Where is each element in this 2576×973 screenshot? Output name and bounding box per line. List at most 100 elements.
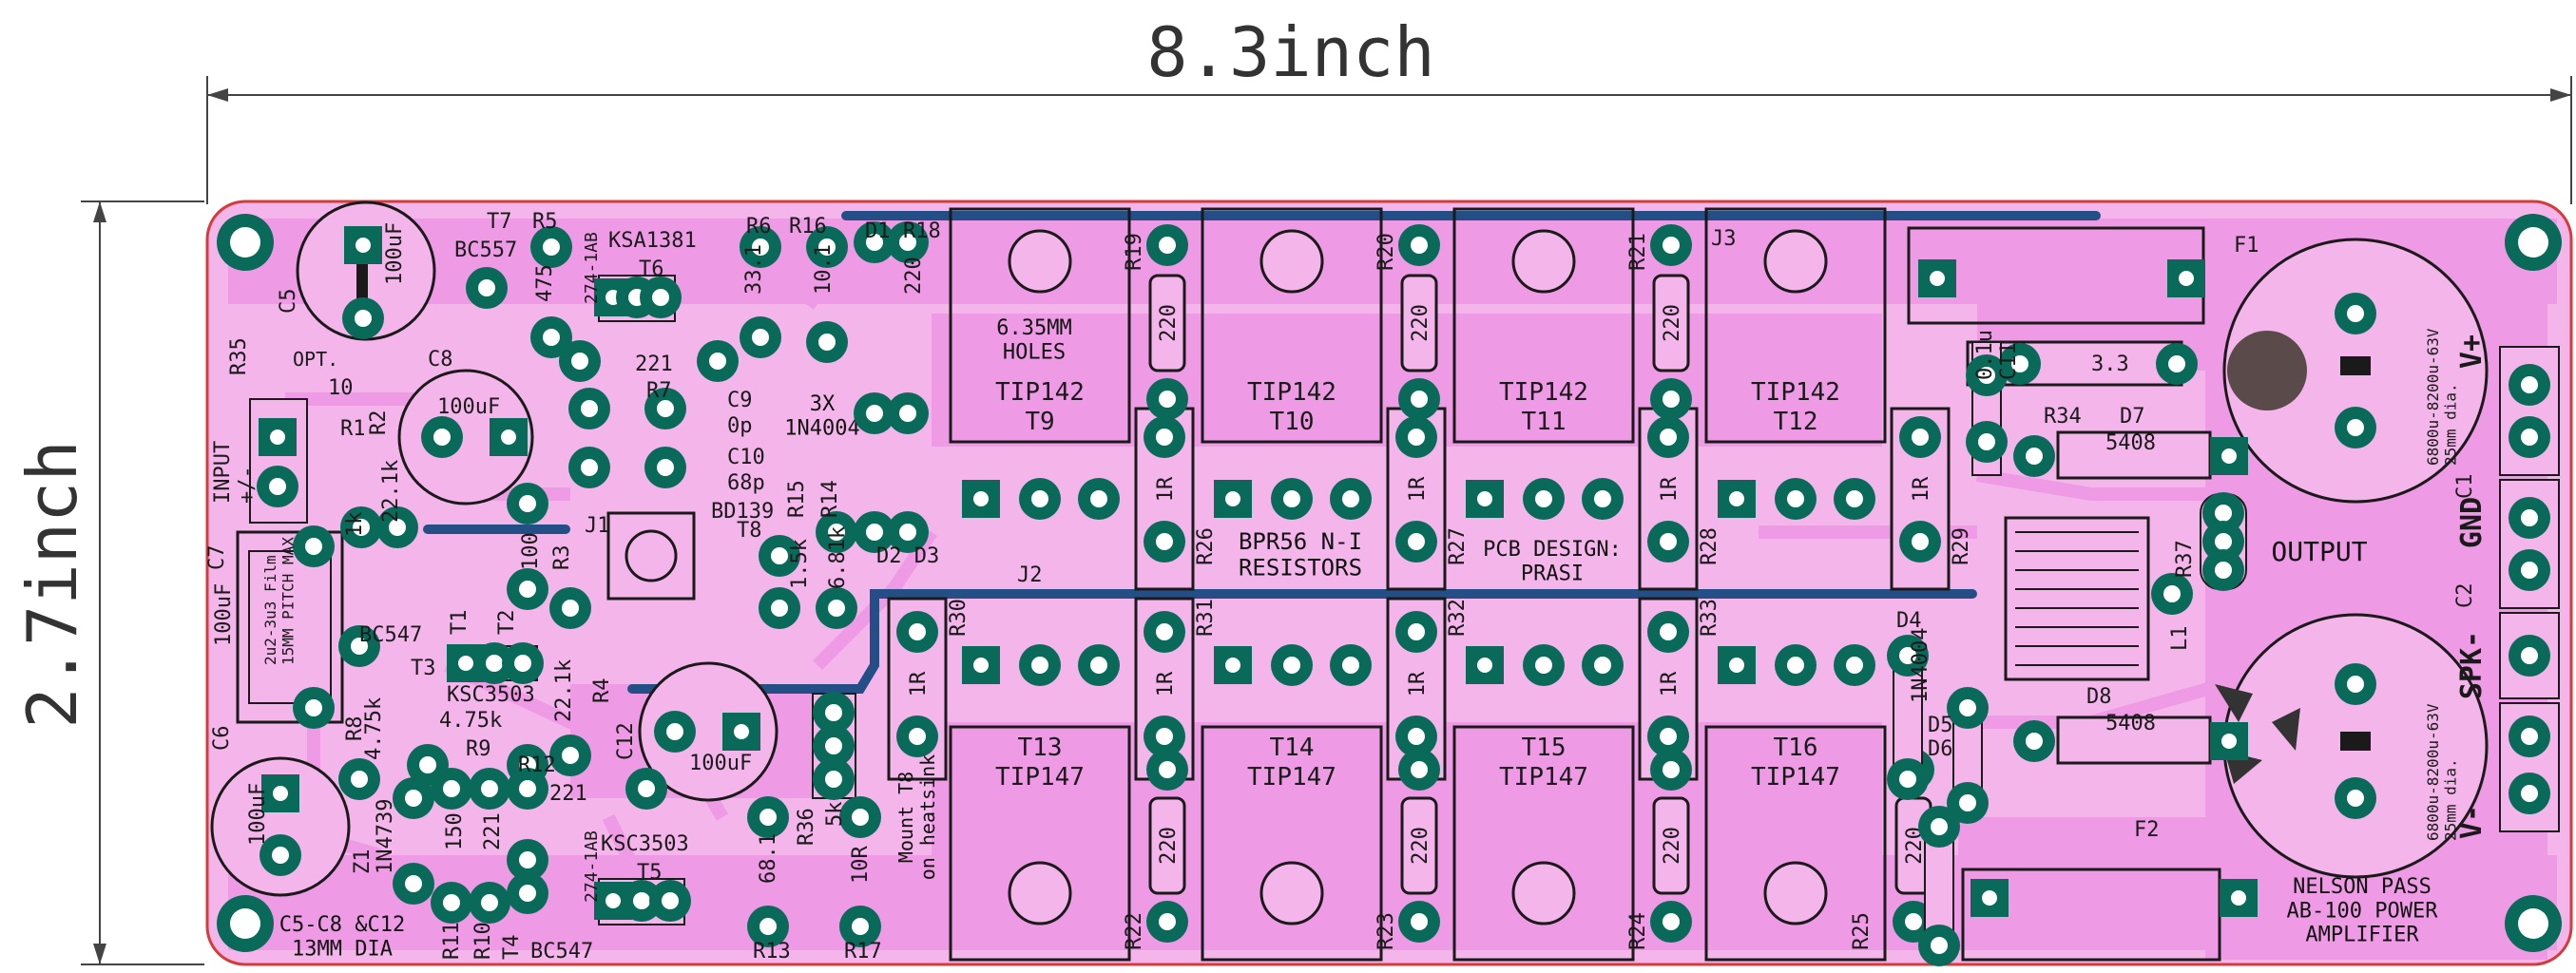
svg-text:C1: C1 (2453, 474, 2477, 500)
note-output: OUTPUT (2271, 536, 2367, 567)
svg-text:1R: 1R (1910, 476, 1933, 502)
transistor-type: TIP142 (1499, 378, 1588, 407)
svg-text:R31: R31 (1194, 599, 1218, 637)
svg-text:R10: R10 (471, 922, 495, 960)
svg-text:J2: J2 (1017, 563, 1043, 587)
svg-text:1R: 1R (1406, 476, 1430, 502)
svg-text:5k: 5k (823, 802, 847, 828)
svg-text:C6: C6 (210, 726, 234, 752)
connector-label: V+ (2455, 334, 2489, 369)
note-mount: Mount T8on heatsink (894, 754, 939, 880)
svg-text:2u2-3u3 Film15MM PITCH MAX: 2u2-3u3 Film15MM PITCH MAX (261, 537, 297, 665)
svg-text:KSA1381: KSA1381 (608, 229, 697, 253)
svg-text:T4: T4 (500, 935, 524, 961)
svg-text:220: 220 (1157, 304, 1181, 342)
svg-text:C9: C9 (727, 389, 753, 412)
svg-text:1k: 1k (343, 512, 367, 538)
mounting-hole (2505, 895, 2562, 952)
transistor-ref: T9 (1025, 408, 1054, 436)
svg-text:22.1k: 22.1k (379, 460, 403, 523)
svg-text:T2: T2 (495, 610, 519, 636)
svg-text:R26: R26 (1194, 527, 1218, 565)
svg-text:221: 221 (635, 353, 673, 376)
svg-text:D6: D6 (1928, 737, 1953, 761)
height-label: 2.7inch (12, 440, 92, 728)
svg-text:R28: R28 (1698, 527, 1721, 565)
svg-text:C8: C8 (428, 348, 453, 372)
svg-text:R12: R12 (518, 754, 556, 777)
svg-text:L1: L1 (2168, 626, 2192, 652)
svg-text:KSC3503: KSC3503 (447, 683, 535, 707)
svg-text:220: 220 (1409, 827, 1432, 865)
svg-text:220: 220 (1157, 827, 1181, 865)
svg-text:1R: 1R (1406, 671, 1430, 696)
lion-logo-icon (2227, 331, 2307, 410)
svg-text:0p: 0p (727, 414, 753, 438)
svg-text:R1: R1 (340, 417, 366, 441)
svg-text:C2: C2 (2453, 583, 2477, 609)
emitter-resistors: 220 220 220 220 220 220 220 1R 1R 1R 1R … (887, 224, 1973, 950)
output-section: V+ GND SPK- V- (1887, 226, 2560, 966)
svg-text:10: 10 (328, 376, 354, 400)
svg-text:68p: 68p (727, 471, 765, 495)
svg-text:100: 100 (519, 532, 543, 570)
svg-text:R15: R15 (785, 480, 809, 518)
svg-text:221: 221 (549, 782, 587, 806)
svg-text:4.75k: 4.75k (362, 697, 386, 760)
svg-text:T1: T1 (448, 610, 471, 636)
svg-text:1R: 1R (1154, 476, 1178, 502)
svg-text:R24: R24 (1626, 912, 1650, 950)
transistor-type: TIP142 (1751, 378, 1840, 407)
svg-text:R37: R37 (2173, 540, 2197, 578)
input-section (210, 200, 929, 947)
svg-text:R8: R8 (343, 716, 367, 742)
svg-text:5408: 5408 (2105, 431, 2156, 455)
svg-text:10R: 10R (849, 846, 873, 884)
svg-text:R19: R19 (1123, 233, 1146, 271)
dimension-width: 8.3inch (206, 12, 2572, 204)
svg-text:BC557: BC557 (454, 238, 517, 262)
svg-text:6.81k: 6.81k (826, 526, 850, 589)
transistor-type: TIP142 (1247, 378, 1336, 407)
svg-text:R25: R25 (1850, 912, 1874, 950)
svg-text:1R: 1R (1658, 476, 1682, 502)
svg-text:R34: R34 (2044, 405, 2082, 429)
svg-text:BD139: BD139 (711, 500, 774, 524)
svg-text:J1: J1 (585, 514, 610, 538)
svg-text:100uF: 100uF (212, 583, 236, 646)
svg-text:100uF: 100uF (437, 395, 500, 419)
svg-text:R4: R4 (590, 678, 614, 704)
svg-text:4.75k: 4.75k (439, 709, 502, 733)
svg-text:BC547: BC547 (359, 623, 422, 647)
svg-text:R27: R27 (1446, 527, 1470, 565)
svg-text:0.1u: 0.1u (1973, 330, 1997, 380)
svg-text:R22: R22 (1123, 912, 1146, 950)
transistor-ref: T12 (1774, 408, 1818, 436)
svg-text:68.1: 68.1 (757, 833, 780, 884)
svg-text:R11: R11 (440, 922, 464, 960)
jumper-traces (423, 211, 2101, 694)
svg-text:5408: 5408 (2105, 712, 2156, 735)
mounting-hole (2505, 214, 2562, 271)
transistor-ref: T15 (1522, 734, 1567, 762)
svg-text:R17: R17 (844, 940, 882, 963)
svg-text:J3: J3 (1711, 227, 1737, 251)
svg-text:R33: R33 (1698, 599, 1721, 637)
svg-text:R36: R36 (795, 808, 818, 846)
svg-text:1R: 1R (1658, 671, 1682, 696)
svg-text:T3: T3 (411, 657, 436, 680)
dimension-height: 2.7inch (12, 200, 204, 965)
svg-text:R23: R23 (1375, 912, 1398, 950)
transistor-ref: T13 (1018, 734, 1063, 762)
svg-text:6800u-8200u-63V25mm dia.: 6800u-8200u-63V25mm dia. (2424, 328, 2459, 466)
transistor-type: TIP147 (1751, 763, 1840, 792)
svg-text:C12: C12 (614, 722, 638, 760)
transistor-type: TIP147 (995, 763, 1085, 792)
svg-text:INPUT+/-: INPUT+/- (211, 441, 259, 504)
svg-text:R3: R3 (550, 545, 574, 571)
